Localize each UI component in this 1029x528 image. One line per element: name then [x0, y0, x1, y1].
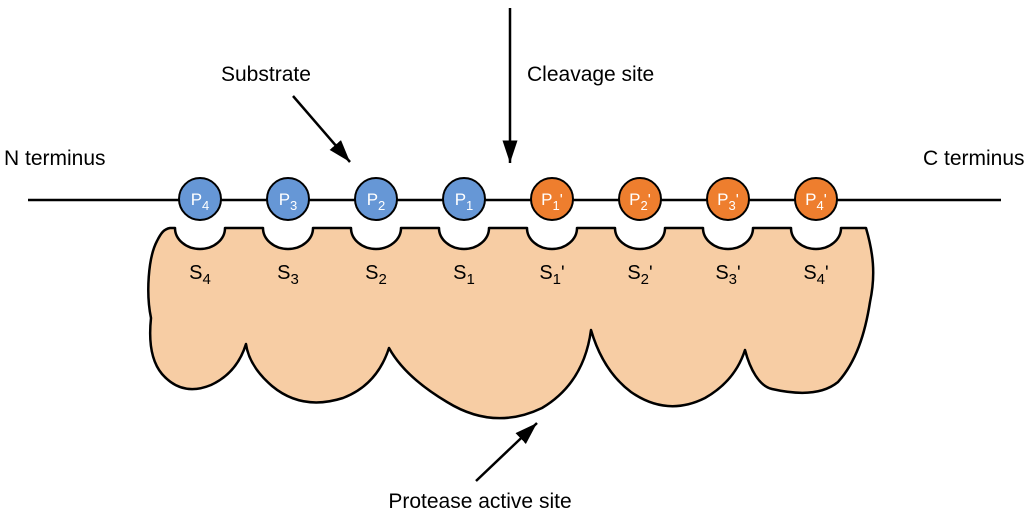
- n-terminus-label: N terminus: [4, 147, 106, 170]
- residue-circle: [178, 177, 222, 221]
- residue-ball-p3-prime: P3': [706, 177, 750, 221]
- residue-label: P1': [541, 190, 563, 213]
- pocket-label-s3: S3: [277, 262, 299, 288]
- residue-circle: [266, 177, 310, 221]
- residue-circle: [354, 177, 398, 221]
- residue-circle: [618, 177, 662, 221]
- residue-ball-p4-prime: P4': [794, 177, 838, 221]
- protease-active-site-label: Protease active site: [388, 490, 572, 513]
- residue-circle: [442, 177, 486, 221]
- substrate-label: Substrate: [221, 63, 311, 86]
- residue-label: P1: [455, 190, 474, 213]
- residue-circle: [794, 177, 838, 221]
- residue-label: P2: [367, 190, 386, 213]
- residue-ball-p3: P3: [266, 177, 310, 221]
- pocket-label-s2-prime: S2': [627, 262, 652, 288]
- pocket-label-s1: S1: [453, 262, 475, 288]
- pocket-label-s3-prime: S3': [715, 262, 740, 288]
- pocket-label-s4-prime: S4': [803, 262, 828, 288]
- residue-label: P2': [629, 190, 651, 213]
- residue-label: P3': [717, 190, 739, 213]
- residue-ball-p2-prime: P2': [618, 177, 662, 221]
- residue-ball-p1: P1: [442, 177, 486, 221]
- residue-circle: [530, 177, 574, 221]
- protease-body: [147, 226, 875, 420]
- substrate-arrow: [292, 95, 351, 163]
- residue-circle: [706, 177, 750, 221]
- residue-label: P4': [805, 190, 827, 213]
- pocket-label-s2: S2: [365, 262, 387, 288]
- residue-label: P4: [191, 190, 210, 213]
- protease-active-site-arrow: [475, 422, 538, 482]
- residue-ball-p1-prime: P1': [530, 177, 574, 221]
- c-terminus-label: C terminus: [923, 147, 1025, 170]
- pocket-label-s4: S4: [189, 262, 211, 288]
- residue-label: P3: [279, 190, 298, 213]
- residue-ball-p4: P4: [178, 177, 222, 221]
- cleavage-site-label: Cleavage site: [527, 63, 655, 86]
- pocket-label-s1-prime: S1': [539, 262, 564, 288]
- residue-ball-p2: P2: [354, 177, 398, 221]
